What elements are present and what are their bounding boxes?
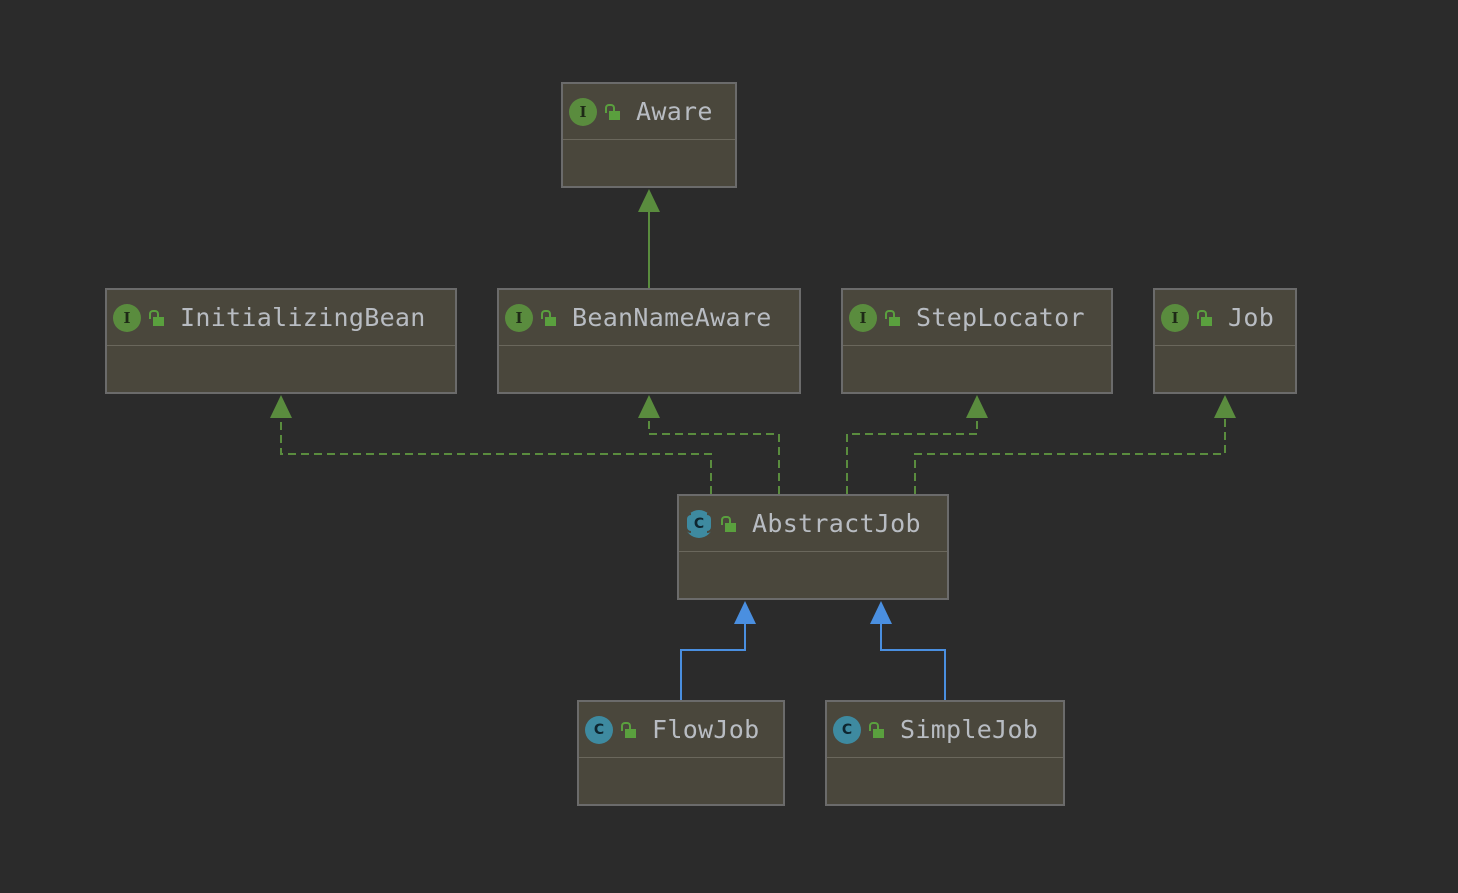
node-initializingbean[interactable]: I InitializingBean xyxy=(105,288,457,394)
node-label: Job xyxy=(1228,303,1274,332)
public-lock-icon xyxy=(620,721,638,739)
public-lock-icon xyxy=(884,309,902,327)
node-steplocator[interactable]: I StepLocator xyxy=(841,288,1113,394)
interface-icon: I xyxy=(569,98,597,126)
interface-icon: I xyxy=(1161,304,1189,332)
edge-abstractjob-to-beannameaware xyxy=(638,395,779,494)
interface-icon: I xyxy=(113,304,141,332)
public-lock-icon xyxy=(604,103,622,121)
public-lock-icon xyxy=(540,309,558,327)
class-icon: C xyxy=(833,716,861,744)
node-label: Aware xyxy=(636,97,713,126)
node-label: BeanNameAware xyxy=(572,303,772,332)
node-job[interactable]: I Job xyxy=(1153,288,1297,394)
node-label: AbstractJob xyxy=(752,509,921,538)
public-lock-icon xyxy=(1196,309,1214,327)
node-label: StepLocator xyxy=(916,303,1085,332)
class-icon: C xyxy=(585,716,613,744)
node-flowjob[interactable]: C FlowJob xyxy=(577,700,785,806)
edge-abstractjob-to-job xyxy=(915,395,1236,494)
node-label: FlowJob xyxy=(652,715,759,744)
node-beannameaware[interactable]: I BeanNameAware xyxy=(497,288,801,394)
edge-beannameaware-to-aware xyxy=(638,189,660,288)
node-simplejob[interactable]: C SimpleJob xyxy=(825,700,1065,806)
abstract-class-icon: C xyxy=(685,510,713,538)
edge-flowjob-to-abstractjob xyxy=(681,601,756,700)
interface-icon: I xyxy=(505,304,533,332)
edge-abstractjob-to-steplocator xyxy=(847,395,988,494)
edge-simplejob-to-abstractjob xyxy=(870,601,945,700)
node-abstractjob[interactable]: C AbstractJob xyxy=(677,494,949,600)
public-lock-icon xyxy=(868,721,886,739)
public-lock-icon xyxy=(148,309,166,327)
node-aware[interactable]: I Aware xyxy=(561,82,737,188)
public-lock-icon xyxy=(720,515,738,533)
node-label: InitializingBean xyxy=(180,303,426,332)
node-label: SimpleJob xyxy=(900,715,1038,744)
interface-icon: I xyxy=(849,304,877,332)
